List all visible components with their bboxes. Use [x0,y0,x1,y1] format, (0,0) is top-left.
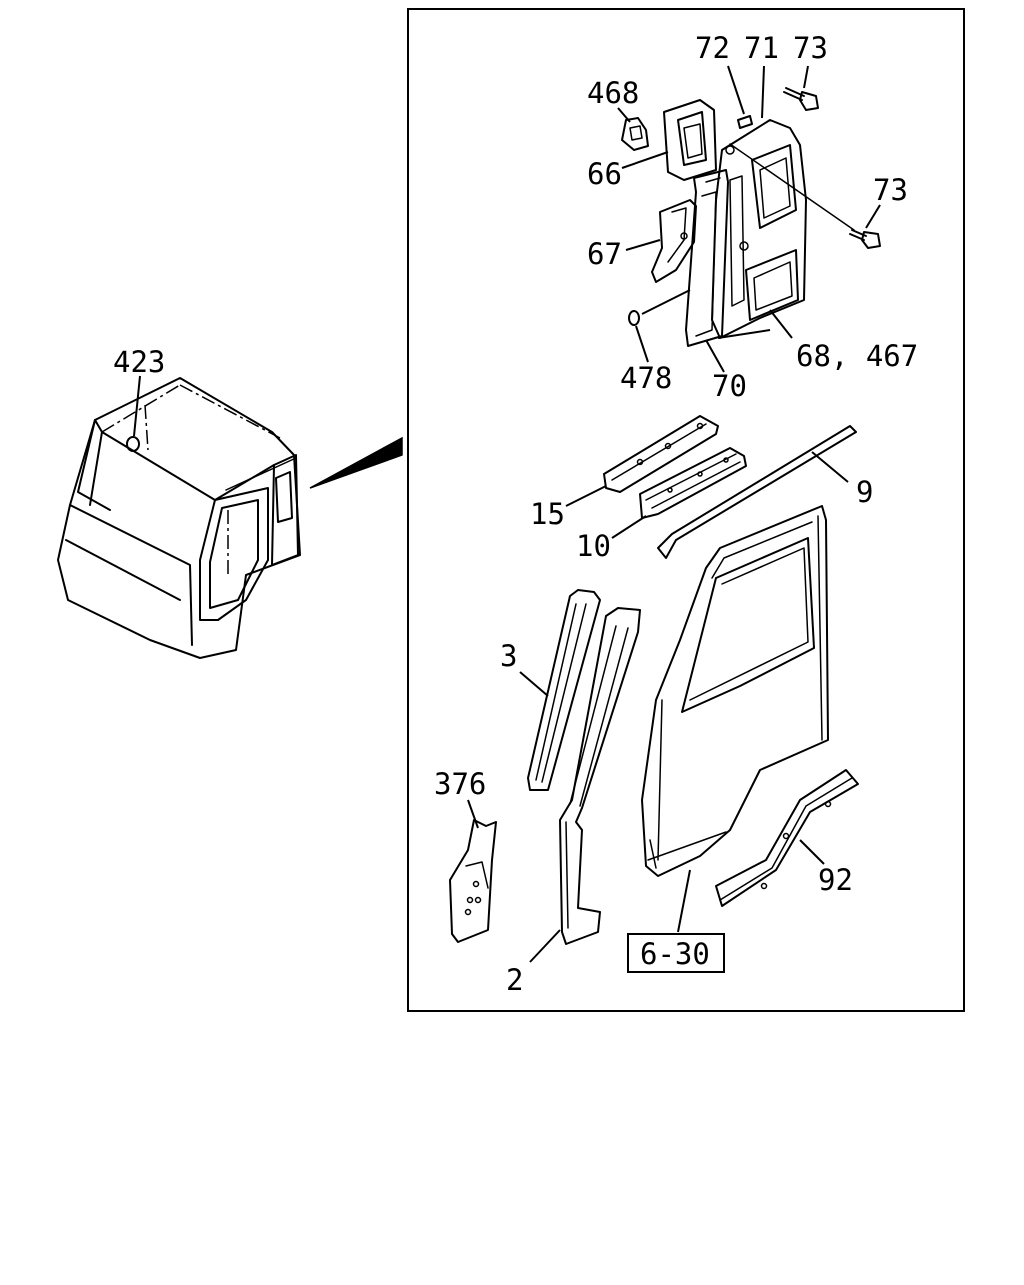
label-73-mid: 73 [873,173,908,207]
label-92: 92 [818,863,853,897]
detail-frame [407,8,965,1012]
label-376: 376 [434,767,486,801]
part-15 [603,415,719,493]
roof-rail-group: 15 10 9 [530,415,873,563]
part-478-plug [628,310,640,326]
door-group: 6-30 [627,505,829,973]
part-73-bolt-top [783,87,819,111]
part-72 [737,115,753,129]
label-423: 423 [113,345,165,379]
label-15: 15 [530,497,565,531]
pillar-group: 3 2 376 [434,589,641,997]
label-67: 67 [587,237,622,271]
part-door [641,505,829,877]
part-376 [449,819,497,943]
label-71: 71 [744,31,779,65]
part-3 [527,589,601,791]
upper-pillar-group: 468 66 72 71 73 73 [587,31,918,403]
part-66 [663,99,717,181]
part-73-bolt-mid [849,229,881,249]
label-72: 72 [695,31,730,65]
label-478: 478 [620,361,672,395]
part-92 [715,769,859,907]
label-6-30: 6-30 [640,937,710,971]
cab-overview: 423 [57,345,301,659]
part-2 [559,607,641,945]
label-68-467: 68, 467 [796,339,918,373]
part-9 [657,425,857,559]
label-66: 66 [587,157,622,191]
part-70 [685,169,729,347]
label-9: 9 [856,475,873,509]
label-2: 2 [506,963,523,997]
label-10: 10 [576,529,611,563]
part-67 [651,199,697,283]
label-73-top: 73 [793,31,828,65]
label-468: 468 [587,76,639,110]
ref-box-6-30 [627,933,725,973]
part-468-clip [621,117,649,151]
callout-pointer [309,436,403,489]
part-92-group: 92 [715,769,859,907]
label-70: 70 [712,369,747,403]
label-3: 3 [500,639,517,673]
